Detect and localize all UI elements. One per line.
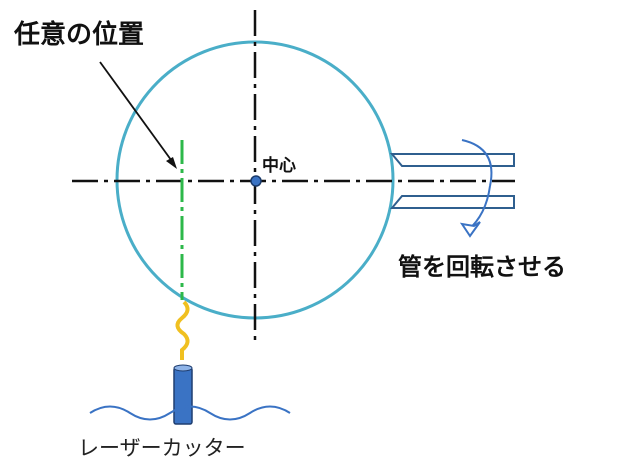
rotation-arrowhead [459, 221, 481, 238]
laser-cutter-body [173, 367, 193, 425]
rotation-arrow-upper [461, 139, 493, 187]
label-center: 中心 [262, 155, 296, 176]
laser-beam [175, 300, 190, 360]
label-laser-cutter: レーザーカッター [78, 436, 246, 460]
tube-shape [389, 153, 515, 209]
center-point [250, 175, 262, 187]
tube-outline [389, 153, 515, 167]
label-rotate-tube: 管を回転させる [398, 253, 566, 281]
laser-cutter-top [173, 364, 193, 372]
rotation-arrow-icon [459, 139, 493, 238]
label-arbitrary-position: 任意の位置 [13, 19, 144, 50]
laser-base-wave [89, 405, 291, 421]
tube-outline-lower [389, 195, 515, 209]
pointer-arrow [99, 61, 177, 169]
